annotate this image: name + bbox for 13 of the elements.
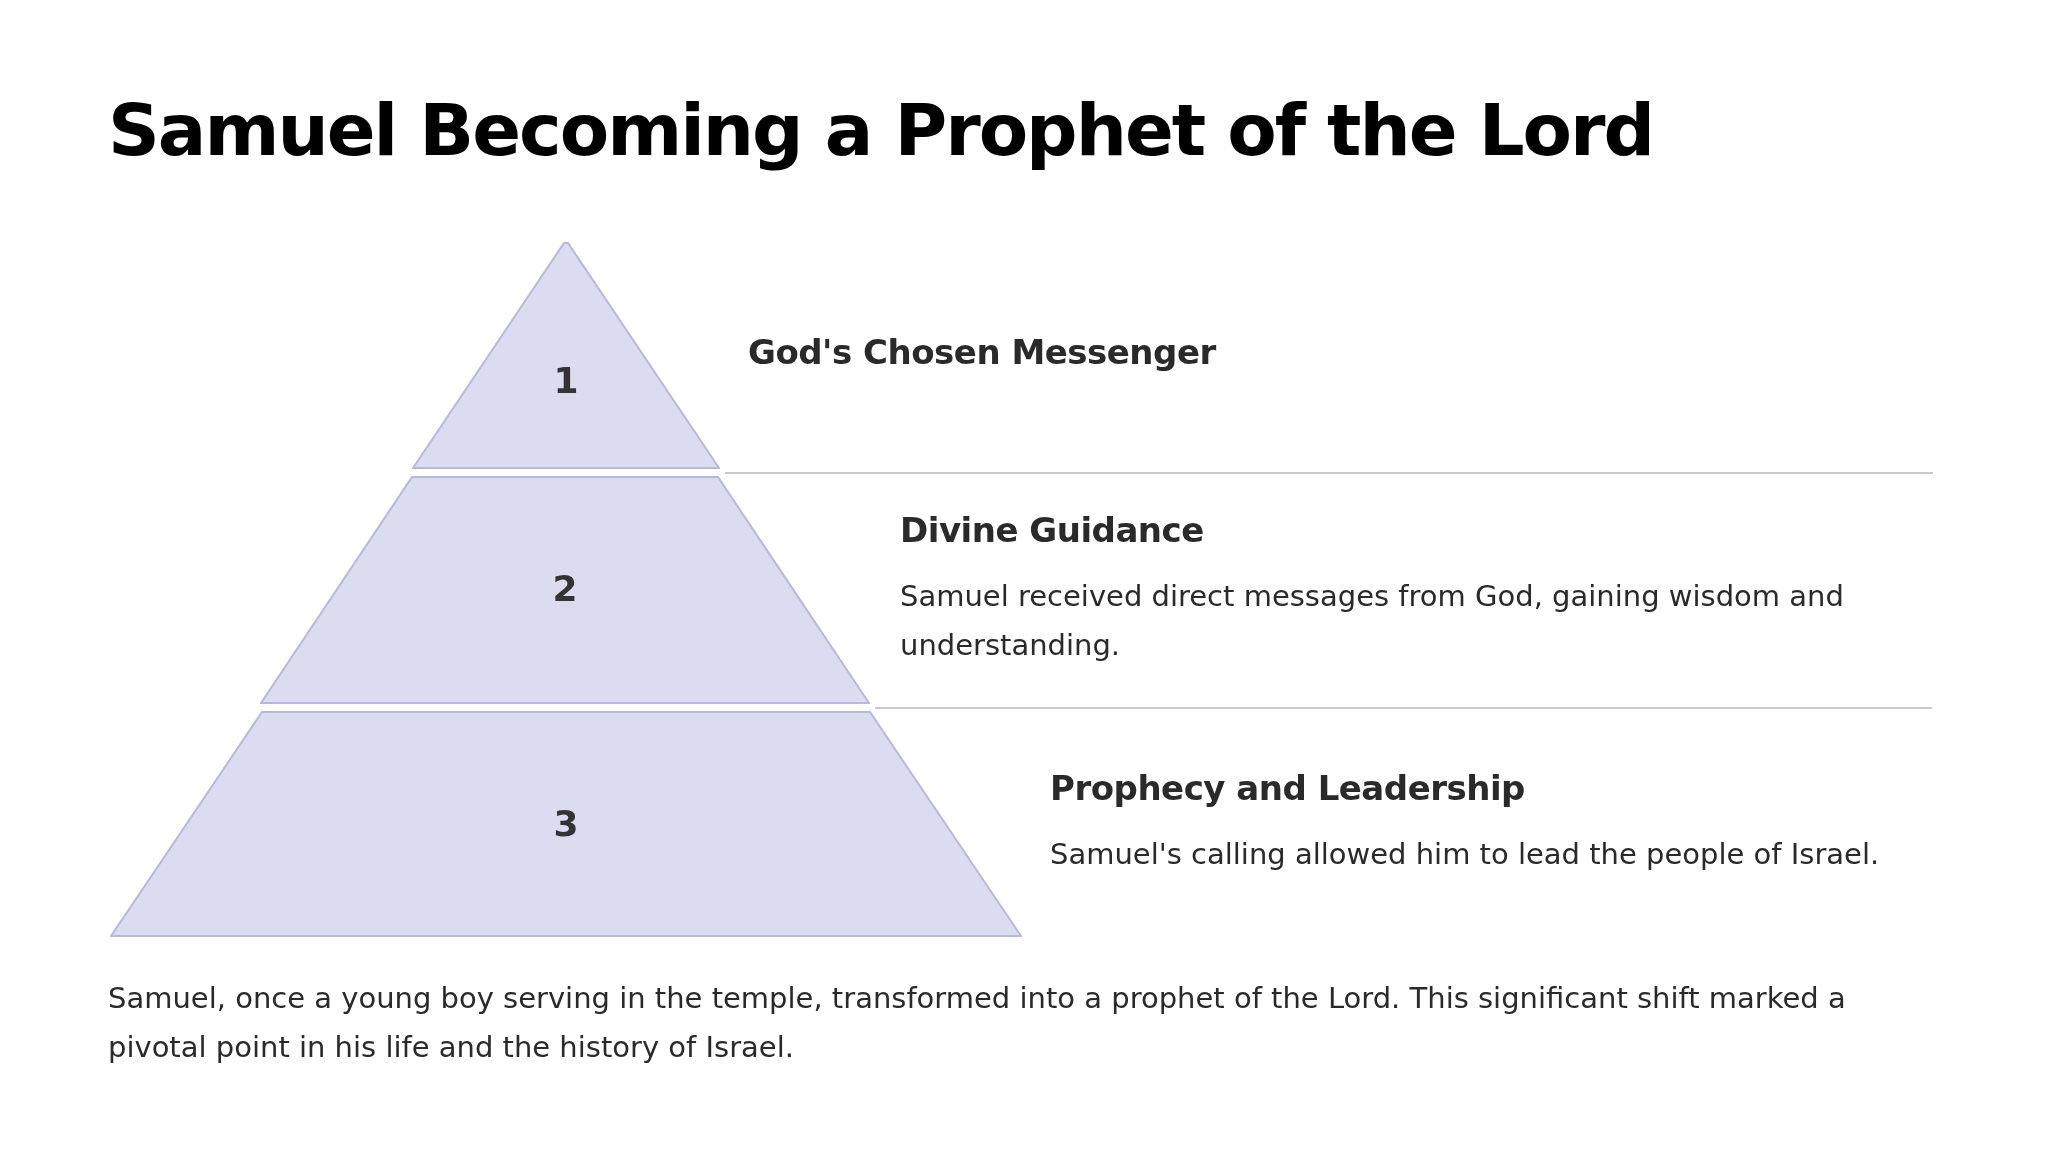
description-text: Samuel's calling allowed him to lead the people of Israel. (1050, 836, 1881, 873)
layer-number: 2 (552, 568, 578, 609)
description-text: Samuel received direct messages from God, gaining wisdom and understanding. (900, 578, 1845, 664)
layer-number: 1 (553, 360, 579, 401)
slide-title: Samuel Becoming a Prophet of the Lord (108, 88, 1654, 172)
layer-number: 3 (553, 803, 579, 844)
pyramid-layer (110, 711, 1022, 937)
section-heading: Divine Guidance (900, 510, 1204, 550)
caption-text: Samuel, once a young boy serving in the temple, transformed into a prophet of the Lord. This significant shift marked a pivotal point in his life and the history of Israel. (108, 980, 1847, 1066)
pyramid-layer (260, 476, 870, 704)
section-heading: Prophecy and Leadership (1050, 768, 1525, 808)
section-heading: God's Chosen Messenger (748, 332, 1216, 372)
pyramid-layer (412, 242, 720, 469)
